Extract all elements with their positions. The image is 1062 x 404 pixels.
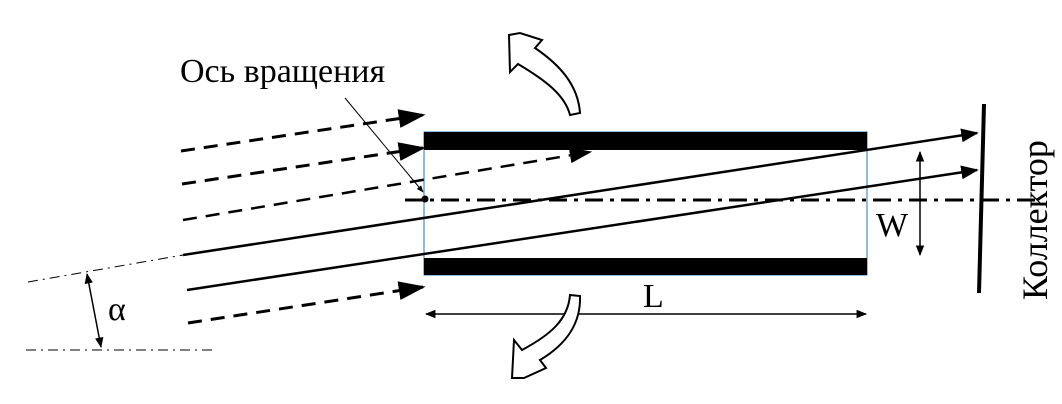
angle-arrow [84,272,104,349]
collector-label: Коллектор [1015,140,1055,300]
angle-label: α [108,291,126,328]
solid-ray [182,128,979,257]
channel-outline [423,131,868,276]
dashed-ray [181,142,426,186]
bottom-plate [424,258,867,275]
length-label: L [643,278,664,315]
dashed-ray [182,147,593,222]
rotation-axis-label: Ось вращения [180,53,385,90]
solid-ray [186,165,979,292]
dashed-ray [180,109,426,153]
top-plate [424,132,867,150]
rotation-arrow-up-icon [507,31,582,117]
rotation-axis-point [421,195,429,203]
rotation-arrow-down-icon [510,293,582,379]
width-label: W [876,207,909,244]
rotation-axis-leader [344,97,424,193]
incidence-reference-line [27,254,184,283]
collector-plate [977,103,986,294]
dashed-ray [187,281,426,325]
